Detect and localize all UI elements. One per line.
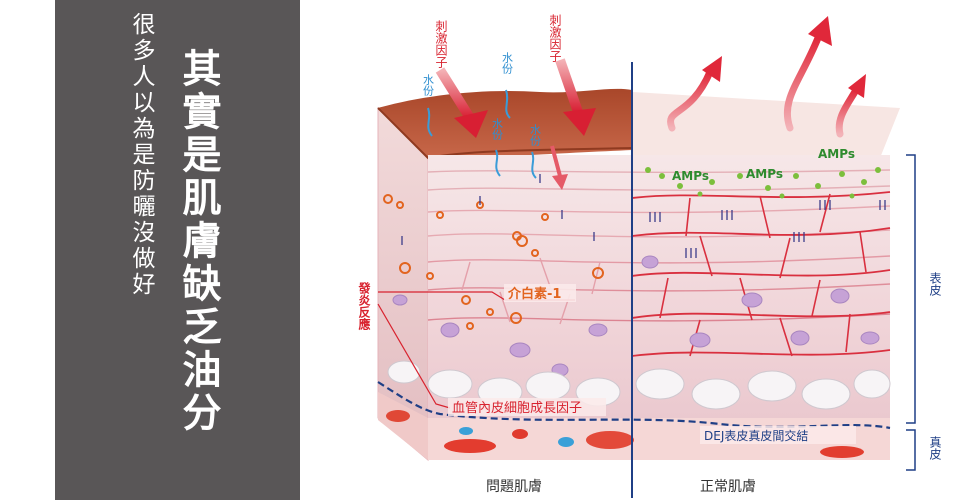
vegf-label-box bbox=[448, 398, 606, 416]
skin-top-normal bbox=[632, 92, 900, 158]
layer-brackets bbox=[906, 154, 916, 471]
problem-skin-label: 問題肌膚 bbox=[486, 479, 542, 495]
dej-label-box bbox=[700, 426, 856, 444]
dermis-side bbox=[378, 392, 428, 460]
inflammation-label: 發炎反應 bbox=[357, 281, 371, 331]
amps-dots bbox=[645, 167, 881, 199]
water-escape-lines bbox=[427, 89, 537, 179]
water-label-2: 水份 bbox=[501, 52, 514, 75]
dermis-label: 真皮 bbox=[928, 436, 942, 461]
vegf-label: 血管內皮細胞成長因子 bbox=[452, 401, 582, 416]
receptor-icons bbox=[401, 174, 886, 258]
il1-particles bbox=[383, 194, 604, 330]
amps-label-3: AMPs bbox=[818, 147, 855, 161]
epidermis-label: 表皮 bbox=[928, 272, 942, 297]
dej-label: DEJ表皮真皮間交結 bbox=[704, 428, 808, 443]
stimulus-label-2: 刺激因子 bbox=[548, 14, 562, 62]
water-label-4: 水份 bbox=[529, 124, 542, 147]
stimulus-arrows bbox=[435, 58, 596, 190]
water-label-1: 水份 bbox=[422, 74, 435, 97]
stimulus-labels: 刺激因子 刺激因子 bbox=[434, 14, 562, 68]
normal-skin-label: 正常肌膚 bbox=[700, 479, 756, 495]
water-label-3: 水份 bbox=[491, 118, 504, 141]
headline: 其實是肌膚缺乏油分 bbox=[176, 48, 221, 435]
outgoing-arrows bbox=[667, 34, 860, 138]
amps-labels: AMPs AMPs AMPs bbox=[672, 147, 855, 183]
skin-diagram: 刺激因子 刺激因子 水份 水份 水份 水份 AMPs AMPs AMPs 發炎反… bbox=[357, 14, 942, 498]
stimulus-label-1: 刺激因子 bbox=[434, 20, 448, 68]
damaged-stratum-corneum bbox=[378, 88, 632, 160]
il1-label-box bbox=[504, 284, 576, 302]
amps-label-2: AMPs bbox=[746, 167, 783, 181]
text-panel bbox=[55, 0, 300, 500]
il1-label: 介白素-1 bbox=[507, 286, 561, 302]
subheadline: 很多人以為是防曬沒做好 bbox=[128, 12, 154, 298]
dej-line bbox=[377, 381, 891, 430]
outgoing-arrow-heads bbox=[702, 16, 866, 98]
amps-label-1: AMPs bbox=[672, 169, 709, 183]
blood-vessels bbox=[386, 410, 864, 458]
water-labels: 水份 水份 水份 水份 bbox=[422, 52, 542, 147]
